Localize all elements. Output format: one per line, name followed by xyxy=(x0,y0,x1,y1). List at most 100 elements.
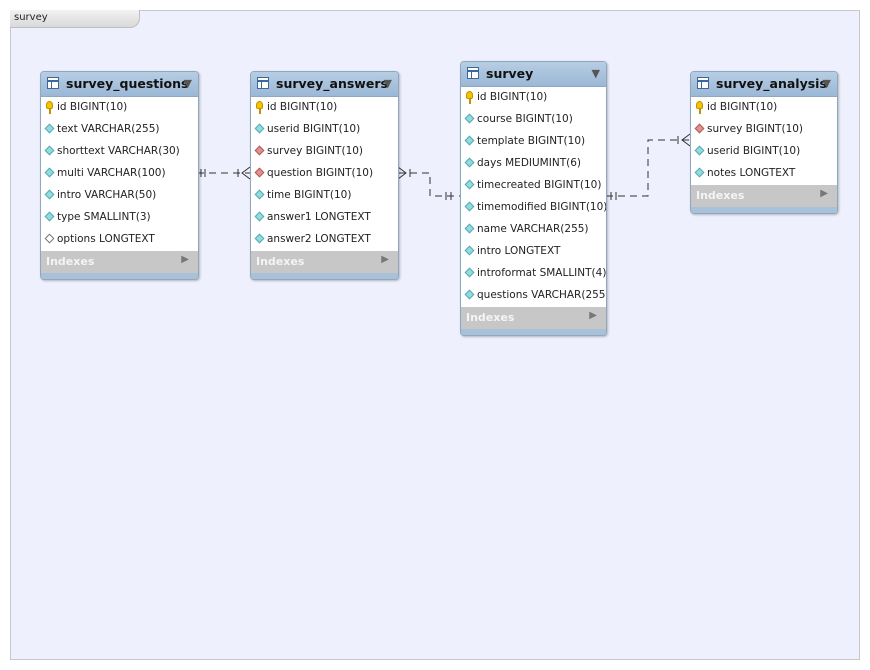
column-label: answer2 LONGTEXT xyxy=(267,233,371,245)
expand-arrow-icon[interactable]: ▶ xyxy=(820,188,828,199)
table-column-row[interactable]: userid BIGINT(10) xyxy=(251,119,398,141)
foreign-key-icon xyxy=(694,123,705,134)
indexes-section[interactable]: Indexes ▶ xyxy=(691,185,837,207)
collapse-triangle-icon[interactable]: ▼ xyxy=(822,77,831,90)
table-column-row[interactable]: days MEDIUMINT(6) xyxy=(461,153,606,175)
column-label: id BIGINT(10) xyxy=(57,101,128,113)
table-column-row[interactable]: shorttext VARCHAR(30) xyxy=(41,141,198,163)
table-column-row[interactable]: question BIGINT(10) xyxy=(251,163,398,185)
table-footer xyxy=(461,329,606,335)
column-icon xyxy=(44,189,55,200)
table-column-row[interactable]: intro LONGTEXT xyxy=(461,241,606,263)
primary-key-icon xyxy=(46,101,53,114)
table-name: survey_answers xyxy=(276,76,388,91)
table-icon xyxy=(257,77,269,89)
table-icon xyxy=(697,77,709,89)
column-label: time BIGINT(10) xyxy=(267,189,352,201)
column-icon xyxy=(254,123,265,134)
table-column-row[interactable]: answer1 LONGTEXT xyxy=(251,207,398,229)
table-header[interactable]: survey_answers ▼ xyxy=(251,72,398,97)
column-icon xyxy=(254,189,265,200)
table-column-row[interactable]: multi VARCHAR(100) xyxy=(41,163,198,185)
indexes-label: Indexes xyxy=(256,255,305,268)
column-label: id BIGINT(10) xyxy=(267,101,338,113)
table-column-row[interactable]: notes LONGTEXT xyxy=(691,163,837,185)
column-label: id BIGINT(10) xyxy=(477,91,548,103)
table-column-row[interactable]: text VARCHAR(255) xyxy=(41,119,198,141)
table-footer xyxy=(691,207,837,213)
column-label: options LONGTEXT xyxy=(57,233,155,245)
table-column-row[interactable]: timemodified BIGINT(10) xyxy=(461,197,606,219)
table-column-row[interactable]: id BIGINT(10) xyxy=(251,97,398,119)
table-column-row[interactable]: survey BIGINT(10) xyxy=(251,141,398,163)
column-label: userid BIGINT(10) xyxy=(267,123,361,135)
column-label: course BIGINT(10) xyxy=(477,113,573,125)
column-label: intro VARCHAR(50) xyxy=(57,189,157,201)
primary-key-icon xyxy=(696,101,703,114)
table-column-row[interactable]: template BIGINT(10) xyxy=(461,131,606,153)
table-column-row[interactable]: time BIGINT(10) xyxy=(251,185,398,207)
collapse-triangle-icon[interactable]: ▼ xyxy=(183,77,192,90)
collapse-triangle-icon[interactable]: ▼ xyxy=(591,67,600,80)
table-footer xyxy=(41,273,198,279)
expand-arrow-icon[interactable]: ▶ xyxy=(589,310,597,321)
column-icon xyxy=(254,233,265,244)
table-column-row[interactable]: survey BIGINT(10) xyxy=(691,119,837,141)
table-column-row[interactable]: questions VARCHAR(255) xyxy=(461,285,606,307)
table-survey[interactable]: survey ▼ id BIGINT(10) course BIGINT(10) t… xyxy=(460,61,607,336)
table-column-row[interactable]: id BIGINT(10) xyxy=(41,97,198,119)
column-label: template BIGINT(10) xyxy=(477,135,586,147)
primary-key-icon xyxy=(256,101,263,114)
expand-arrow-icon[interactable]: ▶ xyxy=(181,254,189,265)
table-column-row[interactable]: intro VARCHAR(50) xyxy=(41,185,198,207)
column-label: survey BIGINT(10) xyxy=(707,123,804,135)
table-header[interactable]: survey ▼ xyxy=(461,62,606,87)
column-icon xyxy=(464,201,475,212)
table-icon xyxy=(47,77,59,89)
table-column-row[interactable]: userid BIGINT(10) xyxy=(691,141,837,163)
table-column-row[interactable]: id BIGINT(10) xyxy=(461,87,606,109)
table-survey-questions[interactable]: survey_questions ▼ id BIGINT(10) text VAR… xyxy=(40,71,199,280)
column-label: survey BIGINT(10) xyxy=(267,145,364,157)
diagram-tab-label: survey xyxy=(14,12,48,23)
indexes-section[interactable]: Indexes ▶ xyxy=(461,307,606,329)
table-survey-analysis[interactable]: survey_analysis ▼ id BIGINT(10) survey BI… xyxy=(690,71,838,214)
table-column-row[interactable]: name VARCHAR(255) xyxy=(461,219,606,241)
column-label: question BIGINT(10) xyxy=(267,167,374,179)
column-label: notes LONGTEXT xyxy=(707,167,796,179)
diagram-tab[interactable]: survey xyxy=(10,10,140,28)
column-label: name VARCHAR(255) xyxy=(477,223,589,235)
indexes-label: Indexes xyxy=(466,311,515,324)
column-label: days MEDIUMINT(6) xyxy=(477,157,581,169)
column-label: timecreated BIGINT(10) xyxy=(477,179,602,191)
column-icon xyxy=(464,267,475,278)
table-footer xyxy=(251,273,398,279)
table-column-row[interactable]: introformat SMALLINT(4) xyxy=(461,263,606,285)
table-column-row[interactable]: id BIGINT(10) xyxy=(691,97,837,119)
column-icon xyxy=(694,167,705,178)
column-icon xyxy=(44,145,55,156)
column-icon xyxy=(464,223,475,234)
column-icon xyxy=(464,179,475,190)
indexes-label: Indexes xyxy=(696,189,745,202)
column-label: shorttext VARCHAR(30) xyxy=(57,145,180,157)
collapse-triangle-icon[interactable]: ▼ xyxy=(383,77,392,90)
table-column-row[interactable]: answer2 LONGTEXT xyxy=(251,229,398,251)
column-label: intro LONGTEXT xyxy=(477,245,561,257)
primary-key-icon xyxy=(466,91,473,104)
table-header[interactable]: survey_analysis ▼ xyxy=(691,72,837,97)
table-column-row[interactable]: course BIGINT(10) xyxy=(461,109,606,131)
expand-arrow-icon[interactable]: ▶ xyxy=(381,254,389,265)
indexes-section[interactable]: Indexes ▶ xyxy=(41,251,198,273)
table-header[interactable]: survey_questions ▼ xyxy=(41,72,198,97)
table-column-row[interactable]: timecreated BIGINT(10) xyxy=(461,175,606,197)
column-icon xyxy=(44,211,55,222)
table-column-row[interactable]: type SMALLINT(3) xyxy=(41,207,198,229)
column-icon xyxy=(694,145,705,156)
table-column-row[interactable]: options LONGTEXT xyxy=(41,229,198,251)
table-icon xyxy=(467,67,479,79)
column-icon xyxy=(464,135,475,146)
table-survey-answers[interactable]: survey_answers ▼ id BIGINT(10) userid BIG… xyxy=(250,71,399,280)
column-icon xyxy=(44,167,55,178)
indexes-section[interactable]: Indexes ▶ xyxy=(251,251,398,273)
